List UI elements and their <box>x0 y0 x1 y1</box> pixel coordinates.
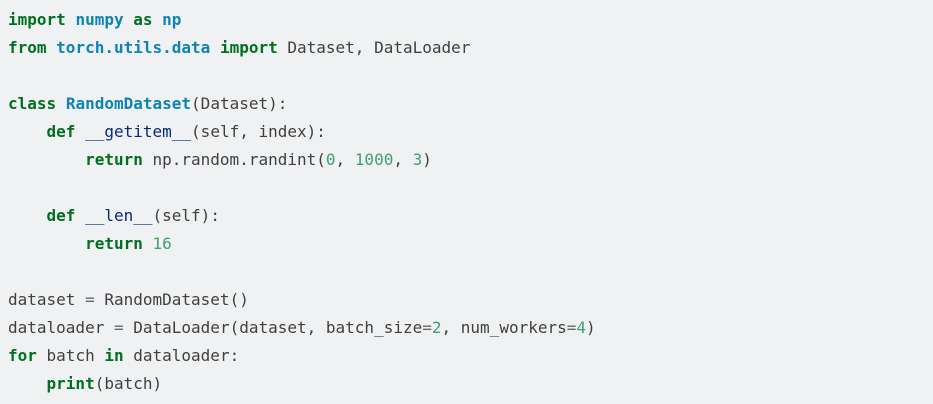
code-token: print <box>46 374 95 393</box>
code-token: numpy <box>75 10 124 29</box>
code-token: 3 <box>412 150 423 169</box>
code-token: RandomDataset() <box>94 290 249 309</box>
code-token: 0 <box>325 150 336 169</box>
code-token: dataset <box>8 290 86 309</box>
code-token: 4 <box>576 318 587 337</box>
code-token <box>47 38 57 57</box>
code-token: class <box>8 94 57 113</box>
code-token: for <box>8 346 37 365</box>
code-line: def __getitem__(self, index): <box>8 118 925 146</box>
code-token: RandomDataset <box>65 94 192 113</box>
code-token <box>124 10 134 29</box>
code-token: __getitem__ <box>85 122 192 141</box>
code-token: ) <box>422 150 432 169</box>
code-token: (self): <box>152 206 220 225</box>
code-token: def <box>46 206 76 225</box>
code-token: , <box>335 150 355 169</box>
code-token: 1000 <box>354 150 394 169</box>
code-token: as <box>133 10 153 29</box>
code-token: (self, index): <box>191 122 326 141</box>
code-token <box>8 374 47 393</box>
code-token <box>210 38 220 57</box>
code-line: class RandomDataset(Dataset): <box>8 90 925 118</box>
code-token <box>8 122 47 141</box>
code-token <box>75 206 85 225</box>
code-token: 2 <box>431 318 442 337</box>
code-token: return <box>85 150 143 169</box>
code-token: import <box>219 38 278 57</box>
code-token: = <box>85 290 95 309</box>
code-token: batch <box>36 346 105 365</box>
code-token <box>56 94 66 113</box>
code-token <box>153 10 163 29</box>
code-token: = <box>566 318 577 337</box>
code-line: dataloader = DataLoader(dataset, batch_s… <box>8 314 925 342</box>
code-token <box>143 234 153 253</box>
code-token: in <box>104 346 124 365</box>
code-token: __len__ <box>85 206 153 225</box>
code-token: , <box>393 150 413 169</box>
code-token: torch.utils.data <box>56 38 211 57</box>
code-line: dataset = RandomDataset() <box>8 286 925 314</box>
code-token: (batch) <box>94 374 163 393</box>
code-token: 16 <box>152 234 172 253</box>
code-token: np.random.randint( <box>142 150 326 169</box>
code-line: import numpy as np <box>8 6 925 34</box>
code-line <box>8 258 925 286</box>
code-line: from torch.utils.data import Dataset, Da… <box>8 34 925 62</box>
code-token <box>66 10 76 29</box>
code-token: , num_workers <box>441 318 567 337</box>
code-token <box>8 206 47 225</box>
code-line <box>8 62 925 90</box>
code-token: import <box>8 10 66 29</box>
code-line: return np.random.randint(0, 1000, 3) <box>8 146 925 174</box>
code-token: dataloader <box>8 318 114 337</box>
code-line: def __len__(self): <box>8 202 925 230</box>
code-token: (Dataset): <box>191 94 288 113</box>
code-token: from <box>8 38 47 57</box>
code-token: return <box>85 234 143 253</box>
code-token <box>75 122 85 141</box>
code-token: def <box>46 122 76 141</box>
code-line <box>8 174 925 202</box>
code-token: DataLoader(dataset, batch_size <box>123 318 423 337</box>
code-token: dataloader: <box>123 346 240 365</box>
code-line: for batch in dataloader: <box>8 342 925 370</box>
code-token: np <box>162 10 182 29</box>
code-line: return 16 <box>8 230 925 258</box>
code-token: = <box>113 318 124 337</box>
code-token <box>8 234 85 253</box>
code-token: ) <box>586 318 596 337</box>
code-token <box>8 150 85 169</box>
code-token: = <box>422 318 432 337</box>
code-line: print(batch) <box>8 370 925 398</box>
code-token: Dataset, DataLoader <box>277 38 471 57</box>
